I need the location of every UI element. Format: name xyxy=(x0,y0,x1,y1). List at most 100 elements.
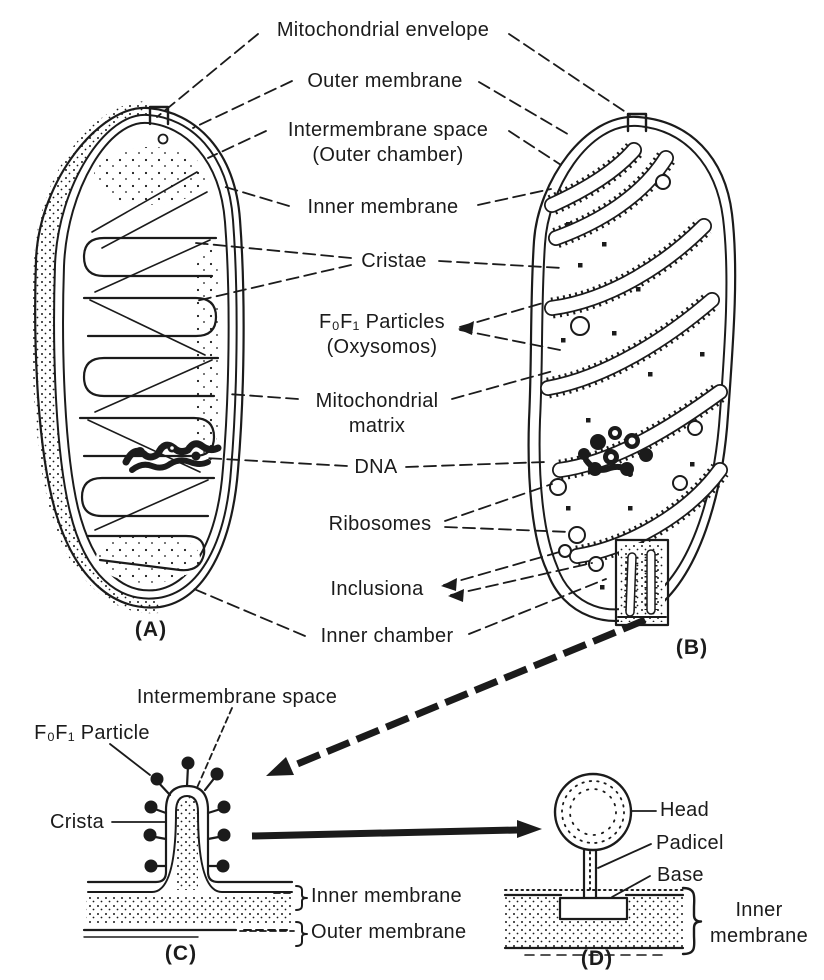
a-cristae-shelves xyxy=(78,171,220,572)
lead-inner-chamber-left xyxy=(193,588,306,637)
label-mitochondrial-matrix-line2: matrix xyxy=(348,415,406,437)
c-crista-interior xyxy=(176,797,198,890)
label-mitochondrial-matrix-line1: Mitochondrial xyxy=(315,390,439,412)
lead-c-f0f1 xyxy=(109,743,151,776)
b-envelope-clip xyxy=(626,112,648,133)
label-inner-chamber: Inner chamber xyxy=(320,625,454,647)
lead-matrix-right xyxy=(451,370,554,400)
c-inner-membrane-inner-line xyxy=(87,795,293,893)
label-ribosomes: Ribosomes xyxy=(328,513,432,535)
panel-label-a: (A) xyxy=(134,618,168,641)
d-head-stipple-ring2 xyxy=(569,788,617,836)
c-membrane-band xyxy=(86,896,292,924)
lead-dna-left xyxy=(204,457,348,467)
label-dna: DNA xyxy=(354,456,398,478)
detail-d-drawing xyxy=(503,772,703,956)
a-shading-bottom xyxy=(96,533,200,583)
label-f0f1-particles-line1: F₀F₁ Particles xyxy=(319,311,445,333)
lead-ribosomes-2 xyxy=(444,526,571,533)
label-inner-membrane: Inner membrane xyxy=(307,196,459,218)
arrow-c-to-d-shaft xyxy=(251,826,518,840)
lead-f0f1-2 xyxy=(459,329,566,352)
a-shading-right xyxy=(192,235,222,465)
arrow-b-to-c-head xyxy=(266,757,294,776)
lead-dna-right xyxy=(405,461,546,468)
lead-inner-left xyxy=(221,185,290,207)
label-d-inner-membrane-line2: membrane xyxy=(710,925,808,947)
a-envelope-outline xyxy=(34,106,245,609)
label-cristae: Cristae xyxy=(361,250,427,272)
label-outer-chamber: (Outer chamber) xyxy=(312,144,464,166)
label-c-outer-membrane: Outer membrane xyxy=(311,921,467,943)
panel-label-c: (C) xyxy=(164,942,198,965)
label-f0f1-particles: F₀F₁ Particles (Oxysomos) xyxy=(252,310,512,360)
f0f1-arrowhead xyxy=(458,321,474,335)
lead-d-pedicel xyxy=(597,843,652,869)
label-mitochondrial-envelope: Mitochondrial envelope xyxy=(276,19,490,41)
lead-cristae-right xyxy=(438,260,563,269)
a-dna xyxy=(122,440,222,473)
inclusions-arrowhead-2 xyxy=(448,589,464,602)
d-base-shape xyxy=(558,896,629,921)
label-oxysomos: (Oxysomos) xyxy=(326,336,438,358)
d-head-shape xyxy=(553,772,633,852)
lead-inner-chamber-right xyxy=(468,578,607,635)
lead-envelope-left xyxy=(156,33,259,118)
c-f0f1-particles xyxy=(143,756,231,873)
label-outer-membrane: Outer membrane xyxy=(307,70,463,92)
lead-intermembrane-right xyxy=(508,130,562,166)
panel-label-d: (D) xyxy=(580,947,614,970)
lead-intermembrane-left xyxy=(207,130,267,159)
label-c-inner-membrane: Inner membrane xyxy=(311,885,462,907)
lead-inclusions-2 xyxy=(450,562,593,596)
lead-ribosomes-1 xyxy=(444,483,553,522)
detail-c-drawing xyxy=(82,756,308,947)
d-pedicel-shape xyxy=(582,844,598,900)
label-c-intermembrane-space: Intermembrane space xyxy=(136,686,338,708)
lead-inclusions-1 xyxy=(443,550,564,586)
lead-cristae-left-2 xyxy=(195,264,352,302)
leader-lines xyxy=(109,33,657,932)
b-inner-membrane xyxy=(538,124,728,611)
outer-crust-stipple xyxy=(32,101,160,614)
mitochondrion-a-drawing xyxy=(32,101,245,614)
a-inner-membrane xyxy=(62,121,230,592)
c-outer-membrane-brace xyxy=(295,921,308,947)
b-dna xyxy=(578,426,653,477)
label-d-head: Head xyxy=(660,799,710,821)
label-d-inner-membrane-line1: Inner xyxy=(735,899,783,921)
a-granule xyxy=(157,133,169,145)
a-shading-top xyxy=(94,147,206,205)
label-inclusions: Inclusiona xyxy=(330,578,424,600)
c-inner-membrane-brace xyxy=(295,885,308,911)
lead-outer-right xyxy=(478,81,572,137)
lead-cristae-left-1 xyxy=(195,242,352,259)
arrow-b-to-c-shaft xyxy=(288,616,647,771)
mitochondrion-b-drawing xyxy=(527,112,737,627)
label-c-f0f1-particle: F₀F₁ Particle xyxy=(34,722,150,744)
inclusions-arrowhead-1 xyxy=(441,578,457,591)
lead-outer-left xyxy=(192,80,293,129)
d-inner-membrane-brace xyxy=(681,886,703,956)
label-d-pedicel: Padicel xyxy=(656,832,724,854)
label-c-crista: Crista xyxy=(49,811,105,833)
a-envelope-clip xyxy=(148,105,170,126)
lead-envelope-right xyxy=(508,33,631,116)
label-d-base: Base xyxy=(657,864,704,886)
label-intermembrane-space-line1: Intermembrane space xyxy=(287,119,489,141)
lead-d-base xyxy=(611,875,651,898)
lead-inner-right xyxy=(477,188,552,206)
label-intermembrane-space: Intermembrane space (Outer chamber) xyxy=(258,118,518,168)
b-detail-box xyxy=(614,538,670,627)
zoom-arrows xyxy=(251,616,647,840)
lead-f0f1-1 xyxy=(459,302,544,328)
lead-c-intermembrane xyxy=(195,707,233,791)
label-d-inner-membrane: Inner membrane xyxy=(689,897,824,949)
label-mitochondrial-matrix: Mitochondrial matrix xyxy=(247,389,507,439)
d-head-stipple-ring xyxy=(561,780,625,844)
arrow-c-to-d-head xyxy=(517,820,542,838)
panel-label-b: (B) xyxy=(675,636,709,659)
b-ribosomes xyxy=(549,174,703,572)
